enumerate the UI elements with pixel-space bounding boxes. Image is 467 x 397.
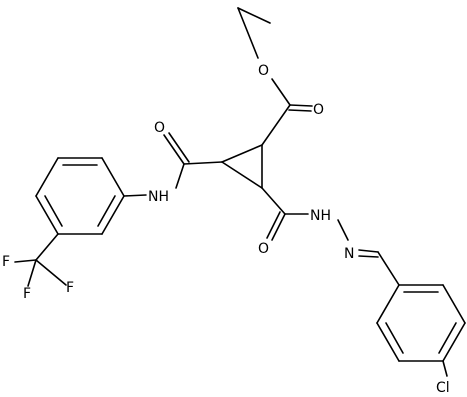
bond-ring-hydrazide-c (261, 187, 286, 215)
amide-oxygen-label: O (154, 120, 165, 136)
bond-nh-n (337, 219, 349, 241)
bond-clphenyl-2 (376, 322, 400, 362)
bond-aryl-6 (101, 195, 125, 235)
bond-o-carbonyl (271, 78, 291, 106)
fluorine-left-label: F (2, 254, 10, 270)
ester-carbonyl-oxygen-label: O (313, 102, 324, 118)
bond-cyclopropane-2 (221, 161, 263, 189)
bond-clphenyl-inner-2 (438, 322, 457, 354)
bond-ethyl-ch2-o (237, 7, 259, 59)
bond-clphenyl-inner-1 (385, 322, 404, 354)
bond-clphenyl-1 (376, 284, 400, 324)
bond-aryl-cl (442, 360, 448, 377)
chlorine-label: Cl (436, 380, 450, 396)
fluorine-bottom-right-label: F (66, 280, 74, 296)
bond-cf3-f-left (14, 259, 37, 263)
amide-nh-label: NH (148, 189, 169, 205)
bond-aryl-inner-2 (44, 195, 63, 227)
bond-cyclopropane-1 (221, 144, 263, 163)
bond-amide-co-2 (168, 132, 190, 163)
fluorine-bottom-left-label: F (23, 286, 31, 302)
bond-ester-ring (261, 104, 291, 146)
bond-ch-aryl (377, 251, 400, 286)
bond-aryl-3 (35, 157, 59, 197)
bond-cf3-f-bottom-left (27, 259, 37, 287)
bond-aryl-1 (101, 157, 125, 197)
bond-imine-2 (358, 255, 379, 258)
ester-oxygen-label: O (258, 63, 269, 79)
bond-hydrazide-co-1 (271, 213, 286, 241)
hydrazide-oxygen-label: O (258, 241, 269, 257)
bond-n-aryl (123, 194, 147, 197)
bond-imine-1 (358, 249, 379, 253)
bond-ring-amide-c (183, 161, 223, 165)
imine-nitrogen-label: N (344, 246, 354, 262)
bond-aryl-cf3 (35, 233, 59, 261)
bond-amide-c-n (175, 163, 185, 189)
bond-cf3-f-bottom-right (35, 259, 67, 286)
bond-aryl-4 (35, 195, 59, 235)
bond-clphenyl-4 (442, 322, 466, 362)
bond-aryl-inner-3 (97, 195, 116, 227)
bond-carbonyl-o-1 (289, 104, 313, 107)
bond-ethyl-ch3 (237, 7, 271, 24)
bond-hydrazide-co-2 (266, 211, 281, 239)
hydrazide-nh-label: NH (310, 208, 331, 224)
bond-carbonyl-o-2 (288, 109, 312, 112)
bond-amide-co-1 (163, 134, 185, 165)
bond-clphenyl-5 (442, 284, 466, 324)
